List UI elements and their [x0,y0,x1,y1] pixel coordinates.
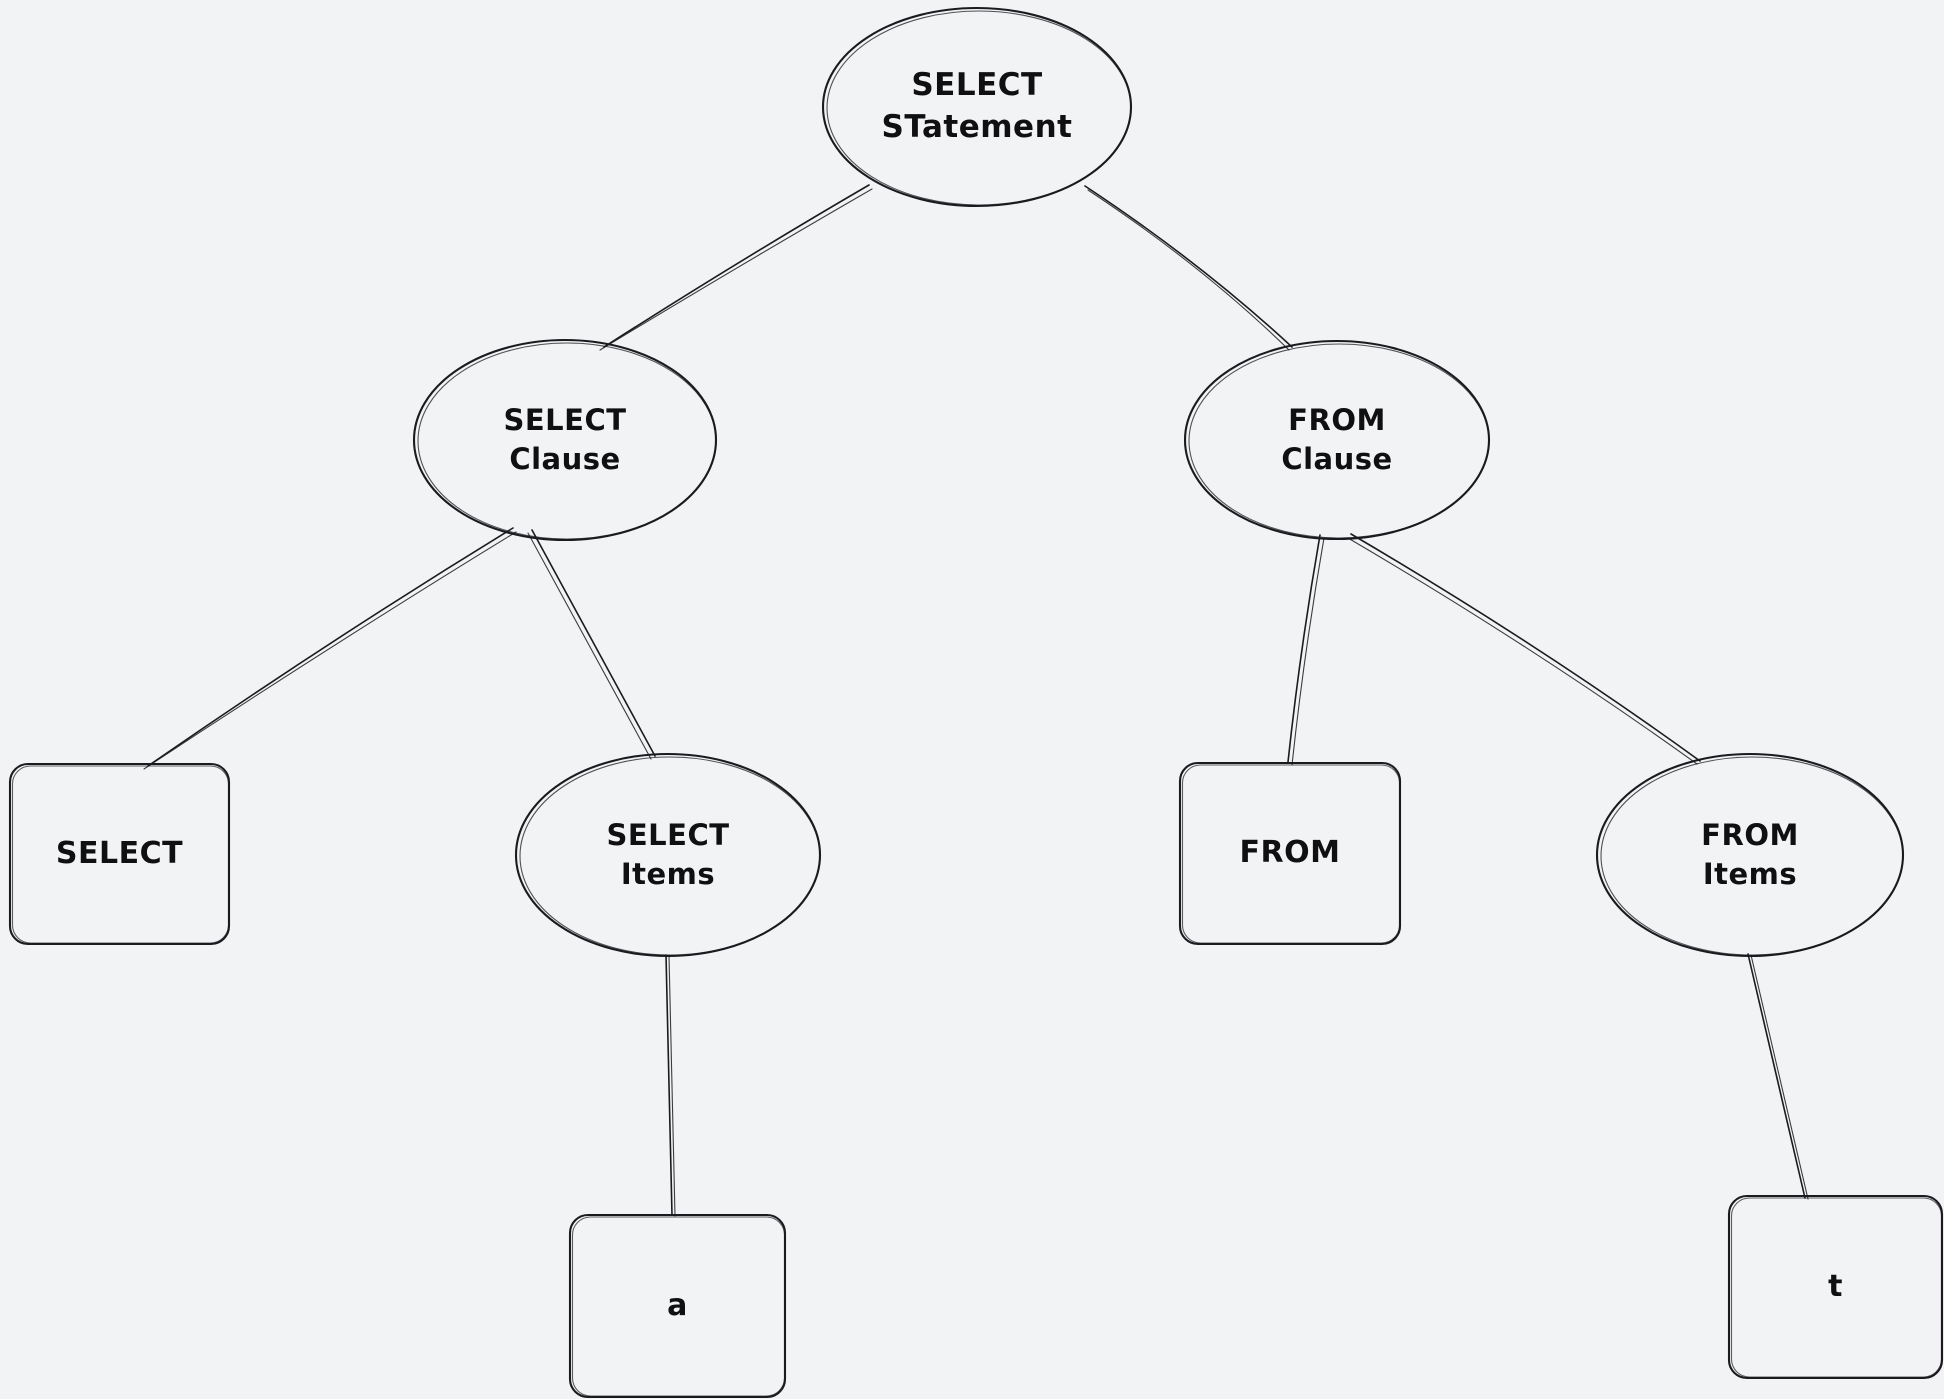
edge-from-items-t[interactable] [1747,953,1809,1200]
edges-layer [143,184,1809,1217]
node-table-t[interactable] [1727,1194,1944,1380]
node-from-clause[interactable] [1183,339,1491,541]
node-select-statement[interactable] [821,6,1133,208]
edge-root-from-clause[interactable] [1084,185,1293,351]
edge-select-items-a[interactable] [665,954,676,1217]
edge-root-select-clause[interactable] [599,184,873,351]
node-from-items[interactable] [1595,752,1905,958]
edge-select-clause-keyword[interactable] [143,527,517,770]
nodes-layer [8,6,1944,1399]
node-from-keyword[interactable] [1178,761,1402,946]
node-select-items[interactable] [514,752,822,958]
edge-from-clause-keyword[interactable] [1287,534,1325,766]
node-column-a[interactable] [568,1213,787,1399]
edge-select-clause-items[interactable] [527,529,656,760]
node-select-clause[interactable] [412,338,718,542]
node-select-keyword[interactable] [8,762,231,946]
edge-from-clause-items[interactable] [1347,533,1701,765]
